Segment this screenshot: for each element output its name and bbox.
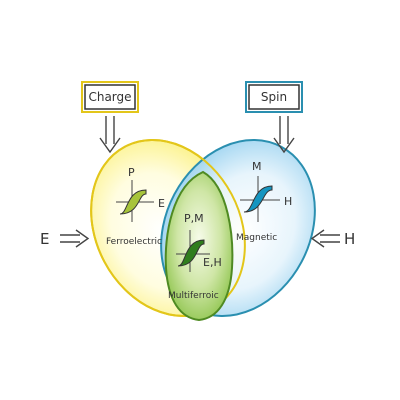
ferroelectric-name-label: Ferroelectric xyxy=(106,237,162,247)
magnetic-field-arrow-icon xyxy=(310,229,340,248)
ferroelectric-x-axis-label: E xyxy=(158,197,165,210)
charge-box: Charge xyxy=(81,81,139,113)
magnetic-x-axis-label: H xyxy=(284,195,292,208)
multiferroic-y-axis-label: P,M xyxy=(184,212,204,225)
magnetic-y-axis-label: M xyxy=(252,160,262,173)
electric-field-arrow-icon xyxy=(60,229,90,248)
multiferroic-name-label: Multiferroic xyxy=(168,291,219,301)
spin-down-arrow-icon xyxy=(273,116,295,154)
ferroelectric-y-axis-label: P xyxy=(128,166,135,179)
spin-label: Spin xyxy=(261,90,287,104)
multiferroic-hysteresis-icon xyxy=(176,230,210,272)
electric-field-label: E xyxy=(40,230,49,248)
magnetic-hysteresis-icon xyxy=(240,176,280,222)
charge-label: Charge xyxy=(88,90,131,104)
magnetic-field-label: H xyxy=(344,230,355,248)
multiferroic-x-axis-label: E,H xyxy=(203,256,222,269)
ferroelectric-hysteresis-icon xyxy=(116,180,154,222)
charge-down-arrow-icon xyxy=(99,116,121,154)
spin-box: Spin xyxy=(245,81,303,113)
magnetic-name-label: Magnetic xyxy=(236,233,277,243)
